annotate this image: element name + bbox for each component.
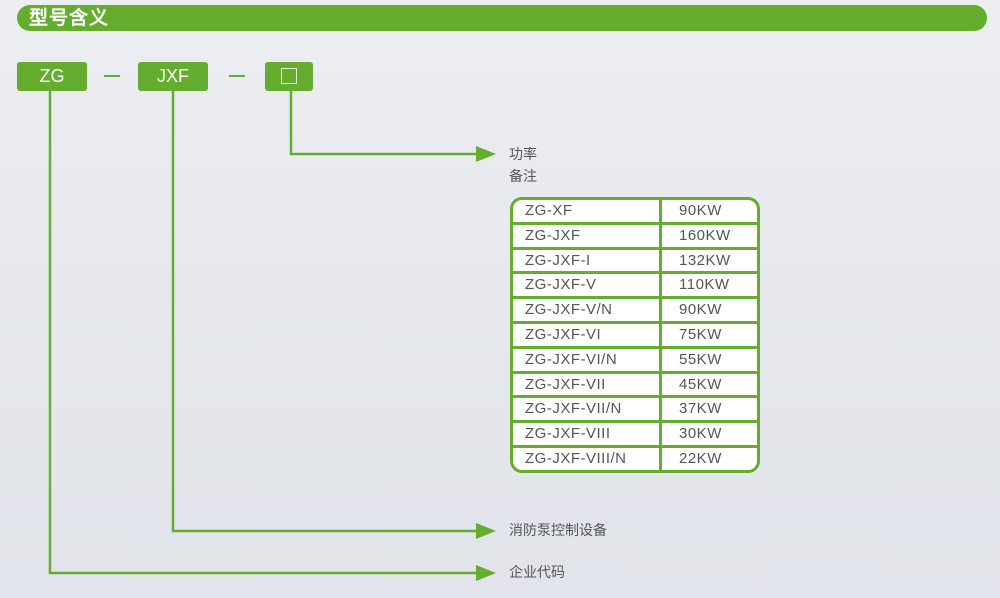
label-product: 消防泵控制设备 [509,523,607,539]
arrow-product-icon [476,523,496,539]
power-cell: 132KW [679,251,731,269]
code-separator-2 [229,75,245,77]
table-row: ZG-JXF-VI/N 55KW [513,348,757,374]
power-cell: 37KW [679,400,722,418]
power-cell: 75KW [679,325,722,343]
code-separator-1 [104,75,120,77]
section-header-bar: 型号含义 [17,5,987,31]
connector-company [48,91,480,575]
section-title: 型号含义 [29,7,110,29]
power-cell: 90KW [679,301,722,319]
table-row: ZG-JXF-I 132KW [513,249,757,275]
connector-power [289,91,480,156]
placeholder-square-icon [281,67,297,84]
table-row: ZG-JXF-V/N 90KW [513,299,757,324]
arrow-company-icon [476,565,496,581]
table-row: ZG-JXF-V 110KW [513,274,757,300]
code-box-company: ZG [17,62,87,91]
power-cell: 55KW [679,350,722,368]
power-cell: 22KW [679,449,722,467]
table-row: ZG-JXF 160KW [513,224,757,250]
table-row: ZG-JXF-VIII/N 22KW [513,447,757,471]
model-cell: ZG-JXF-VII/N [513,398,662,421]
power-cell: 30KW [679,425,722,443]
code-box-power [265,62,313,91]
table-row: ZG-JXF-VII 45KW [513,373,757,399]
model-cell: ZG-JXF-V/N [513,299,662,321]
model-cell: ZG-JXF [513,224,662,247]
label-company: 企业代码 [509,565,565,581]
model-cell: ZG-JXF-VIII/N [513,447,662,471]
model-cell: ZG-JXF-VIII [513,423,662,445]
code-box-product: JXF [138,62,208,91]
table-row: ZG-JXF-VIII 30KW [513,423,757,448]
model-cell: ZG-JXF-V [513,274,662,297]
table-row: ZG-JXF-VII/N 37KW [513,398,757,424]
arrow-power-icon [476,146,496,162]
power-cell: 45KW [679,375,722,393]
model-cell: ZG-JXF-I [513,249,662,272]
table-row: ZG-XF 90KW [513,200,757,225]
spec-table: ZG-XF 90KW ZG-JXF 160KW ZG-JXF-I 132KW Z… [510,197,760,474]
label-power: 功率 [509,147,537,163]
table-row: ZG-JXF-VI 75KW [513,323,757,349]
model-cell: ZG-XF [513,200,662,222]
power-cell: 90KW [679,202,722,219]
label-remark: 备注 [509,169,537,185]
power-cell: 160KW [679,226,731,244]
model-cell: ZG-JXF-VI [513,323,662,346]
power-cell: 110KW [679,276,730,294]
connector-product [171,91,480,533]
model-cell: ZG-JXF-VII [513,373,662,396]
model-cell: ZG-JXF-VI/N [513,348,662,371]
